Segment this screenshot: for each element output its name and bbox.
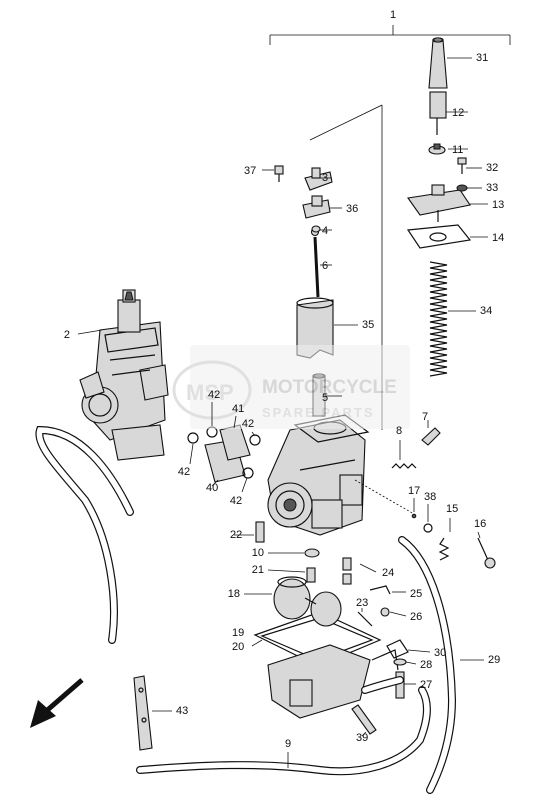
callout-36: 36 — [346, 203, 358, 215]
callout-32: 32 — [486, 162, 498, 174]
callout-6: 6 — [322, 260, 328, 272]
leader-line-20 — [251, 639, 263, 647]
callout-31: 31 — [476, 52, 488, 64]
callout-15: 15 — [446, 503, 458, 515]
callout-5: 5 — [322, 392, 328, 404]
return-spring-illustration — [429, 261, 448, 377]
callout-2: 2 — [64, 329, 70, 341]
callout-12: 12 — [452, 107, 464, 119]
callout-42-2: 42 — [178, 466, 190, 478]
needle-plate-illustration — [274, 165, 333, 219]
callout-27: 27 — [420, 679, 432, 691]
callout-21: 21 — [252, 564, 264, 576]
callout-33: 33 — [486, 182, 498, 194]
watermark-logo: MSP — [186, 380, 234, 405]
callout-30: 30 — [434, 647, 446, 659]
leader-line-24 — [359, 563, 377, 573]
callout-34: 34 — [480, 305, 492, 317]
float-illustration — [273, 576, 342, 627]
callout-9: 9 — [285, 738, 291, 750]
arrow-down-left-icon — [30, 678, 84, 728]
carburetor-assembly-illustration — [79, 289, 169, 461]
leader-line-26 — [389, 611, 407, 617]
callout-24: 24 — [382, 567, 394, 579]
jet-needle-illustration — [310, 227, 320, 298]
callout-38: 38 — [424, 491, 436, 503]
callout-4: 4 — [322, 225, 328, 237]
callout-25: 25 — [410, 588, 422, 600]
callout-18: 18 — [228, 588, 240, 600]
callout-41: 41 — [232, 403, 244, 415]
callout-10: 10 — [252, 547, 264, 559]
callout-16: 16 — [474, 518, 486, 530]
callout-37: 37 — [244, 165, 256, 177]
callout-8: 8 — [396, 425, 402, 437]
callouts: 1234567891011121314151617181920212223242… — [64, 9, 504, 768]
callout-42: 42 — [208, 389, 220, 401]
leader-line-41 — [233, 415, 237, 429]
callout-29: 29 — [488, 654, 500, 666]
callout-23: 23 — [356, 597, 368, 609]
callout-7: 7 — [422, 411, 428, 423]
callout-20: 20 — [232, 641, 244, 653]
callout-35: 35 — [362, 319, 374, 331]
watermark-line2: SPARE PARTS — [262, 405, 375, 420]
callout-28: 28 — [420, 659, 432, 671]
leader-line-21 — [267, 569, 306, 573]
watermark-line1: MOTORCYCLE — [262, 377, 397, 398]
callout-1: 1 — [390, 9, 396, 21]
leader-line-42-2 — [189, 443, 194, 465]
callout-42-3: 42 — [242, 418, 254, 430]
leader-line-40 — [211, 479, 219, 487]
callout-22: 22 — [230, 529, 242, 541]
leader-line-16 — [477, 531, 481, 539]
callout-39: 39 — [356, 732, 368, 744]
carburetor-body-illustration — [267, 414, 370, 536]
cap-illustration — [428, 37, 448, 155]
callout-3: 3 — [322, 172, 328, 184]
leader-line-28 — [405, 661, 417, 665]
callout-14: 14 — [492, 232, 504, 244]
float-bowl-illustration — [253, 611, 399, 719]
callout-19: 19 — [232, 627, 244, 639]
callout-26: 26 — [410, 611, 422, 623]
callout-13: 13 — [492, 199, 504, 211]
leader-line-42-4 — [241, 477, 248, 493]
leader-line-39 — [361, 731, 367, 737]
callout-11: 11 — [452, 144, 463, 156]
callout-42-4: 42 — [230, 495, 242, 507]
hoses-illustration — [35, 425, 457, 794]
top-plate-illustration — [406, 184, 472, 249]
callout-40: 40 — [206, 482, 218, 494]
callout-17: 17 — [408, 485, 420, 497]
callout-43: 43 — [176, 705, 188, 717]
leader-line-42-3 — [251, 431, 256, 437]
leader-line-30 — [407, 649, 431, 653]
watermark: MSP MOTORCYCLE SPARE PARTS — [172, 345, 410, 429]
leader-line-2 — [77, 329, 103, 335]
